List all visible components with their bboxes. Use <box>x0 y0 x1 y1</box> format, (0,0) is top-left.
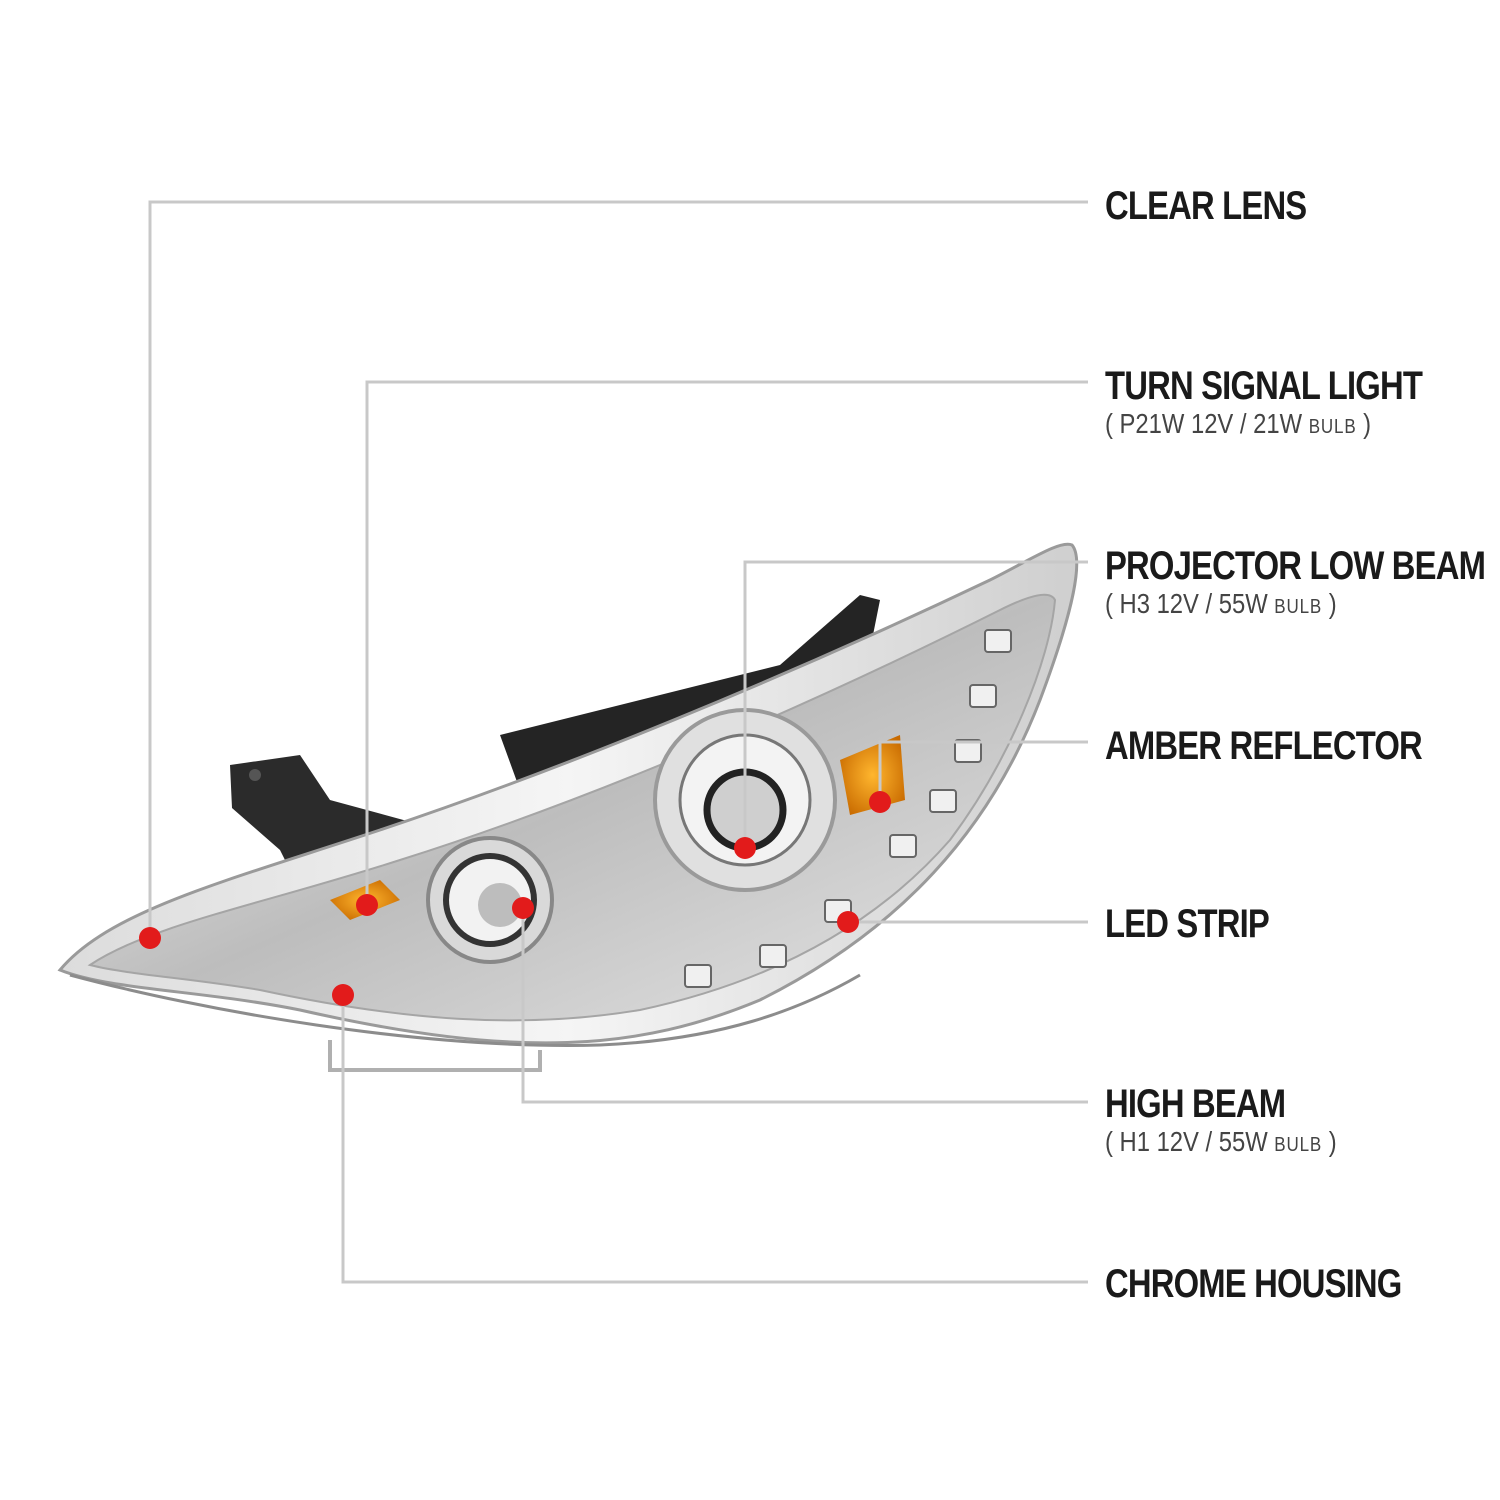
label-high-beam: HIGH BEAM ( H1 12V / 55W BULB ) <box>1105 1082 1378 1161</box>
marker-led-strip <box>837 911 859 933</box>
label-title: LED STRIP <box>1105 902 1270 946</box>
label-title: CLEAR LENS <box>1105 184 1307 228</box>
label-turn-signal-light: TURN SIGNAL LIGHT ( P21W 12V / 21W BULB … <box>1105 364 1492 443</box>
label-led-strip: LED STRIP <box>1105 902 1305 946</box>
leader-line-amber-reflector <box>878 740 1088 802</box>
callout-markers <box>139 791 891 1006</box>
label-spec: ( H3 12V / 55W BULB ) <box>1105 588 1337 619</box>
label-title: TURN SIGNAL LIGHT <box>1105 364 1423 408</box>
high-beam-projector <box>426 836 554 964</box>
marker-turn-signal-light <box>356 894 378 916</box>
label-title: HIGH BEAM <box>1105 1082 1286 1126</box>
leader-lines <box>148 200 1088 1284</box>
label-spec: ( H1 12V / 55W BULB ) <box>1105 1126 1337 1157</box>
label-title: AMBER REFLECTOR <box>1105 724 1423 768</box>
leader-line-chrome-housing <box>341 995 1088 1284</box>
label-projector-low-beam: PROJECTOR LOW BEAM ( H3 12V / 55W BULB ) <box>1105 544 1500 623</box>
label-title: CHROME HOUSING <box>1105 1262 1402 1306</box>
leader-line-high-beam <box>521 908 1088 1104</box>
marker-chrome-housing <box>332 984 354 1006</box>
marker-clear-lens <box>139 927 161 949</box>
label-title: PROJECTOR LOW BEAM <box>1105 544 1486 588</box>
led-strip-elements <box>684 629 1012 988</box>
label-amber-reflector: AMBER REFLECTOR <box>1105 724 1491 768</box>
label-chrome-housing: CHROME HOUSING <box>1105 1262 1467 1306</box>
leader-line-turn-signal-light <box>365 380 1088 905</box>
marker-amber-reflector <box>869 791 891 813</box>
leader-line-projector-low-beam <box>743 560 1088 848</box>
label-clear-lens: CLEAR LENS <box>1105 184 1351 228</box>
marker-high-beam <box>512 897 534 919</box>
amber-corner-reflector <box>840 735 905 815</box>
marker-projector-low-beam <box>734 837 756 859</box>
label-spec: ( P21W 12V / 21W BULB ) <box>1105 408 1372 439</box>
headlight-housing <box>57 542 1079 1072</box>
leader-line-clear-lens <box>148 200 1088 938</box>
